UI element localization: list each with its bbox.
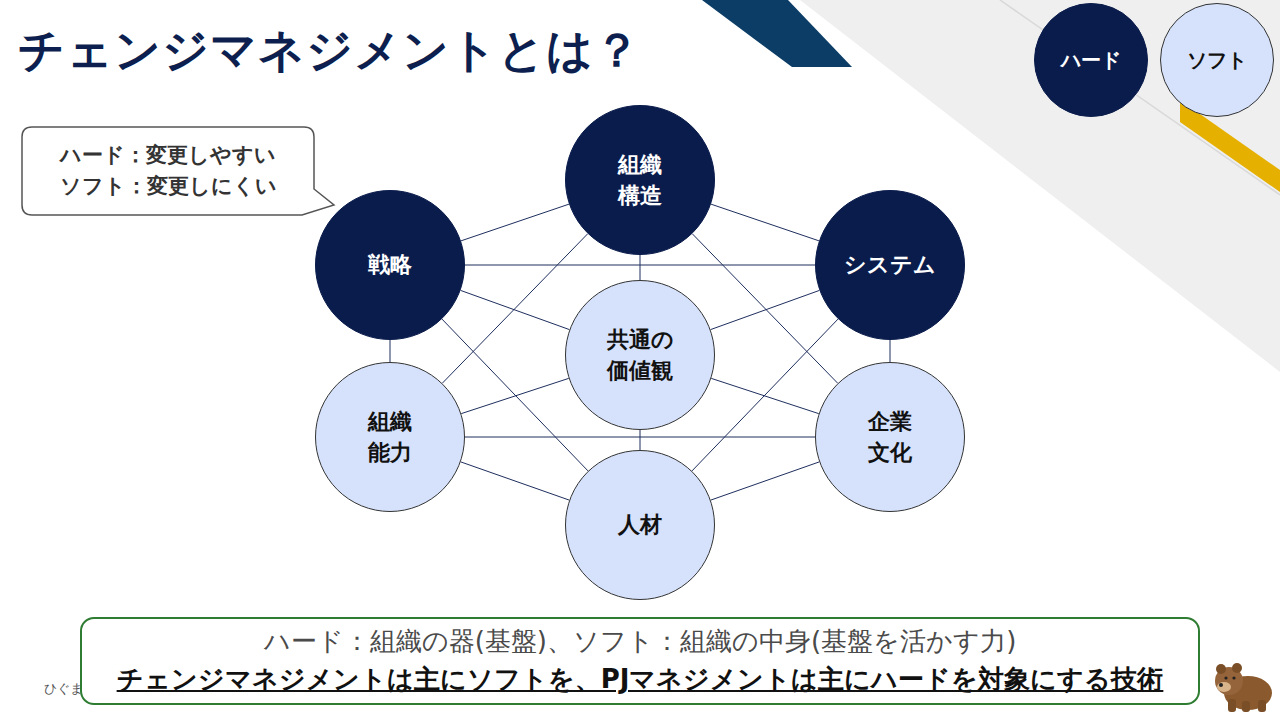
bear-illustration	[1212, 655, 1274, 713]
legend-text: ハード	[1061, 47, 1121, 74]
bear-leg	[1242, 701, 1250, 712]
element-circle: 企業 文化	[815, 362, 965, 512]
connector-line	[461, 290, 570, 329]
bubble-text: ソフト：変更しにくい	[60, 171, 277, 203]
bear-snout	[1217, 682, 1231, 692]
connector-line	[711, 378, 818, 413]
connector-line	[390, 340, 391, 362]
circle-text: システム	[844, 249, 936, 280]
bubble-shape	[22, 127, 334, 215]
circle-text: 共通の 価値観	[607, 324, 674, 386]
navy-stripe	[702, 0, 852, 67]
bear-eye	[1232, 676, 1235, 679]
circle-text: 企業 文化	[868, 406, 912, 468]
element-circle: 共通の 価値観	[565, 280, 715, 430]
connector-line	[442, 319, 588, 471]
connector-line	[465, 265, 815, 266]
bubble-outline	[22, 127, 314, 215]
circle-text: 組織 構造	[618, 149, 662, 211]
bear-leg	[1228, 699, 1236, 712]
circle-text: 組織 能力	[368, 406, 412, 468]
thin-stripe	[1000, 0, 1280, 195]
gray-band	[800, 0, 1280, 372]
connector-line	[711, 290, 820, 329]
connector-line	[461, 378, 568, 413]
connector-line	[692, 234, 837, 383]
slide-title: チェンジマネジメントとは？	[18, 20, 641, 82]
speech-bubble: ハード：変更しやすいソフト：変更しにくい	[22, 127, 314, 215]
connector-line	[640, 255, 641, 280]
bear-ear	[1232, 663, 1242, 673]
bear-nose	[1219, 683, 1223, 687]
element-circle: システム	[815, 190, 965, 340]
element-circle: 人材	[565, 450, 715, 600]
connector-line	[711, 204, 819, 241]
bubble-text: ハード：変更しやすい	[60, 140, 276, 172]
bear-ear	[1216, 664, 1226, 674]
bear-eye	[1224, 676, 1227, 679]
connector-line	[442, 234, 587, 383]
connector-line	[461, 204, 569, 241]
legend-text: ソフト	[1187, 47, 1247, 74]
connector-line	[692, 319, 838, 471]
connector-line	[640, 430, 641, 450]
element-circle: 戦略	[315, 190, 465, 340]
connector-line	[465, 437, 815, 438]
connector-line	[461, 462, 570, 500]
element-circle: 組織 能力	[315, 362, 465, 512]
circle-text: 人材	[618, 509, 662, 540]
footer-label: ひぐま	[44, 680, 83, 698]
circle-text: 戦略	[368, 249, 412, 280]
legend-swatch: ハード	[1034, 3, 1148, 117]
summary-emphasis: チェンジマネジメントは主にソフトを、PJマネジメントは主にハードを対象にする技術	[117, 661, 1164, 699]
connector-line	[890, 340, 891, 362]
legend-swatch: ソフト	[1160, 3, 1274, 117]
summary-box: ハード：組織の器(基盤)、ソフト：組織の中身(基盤を活かす力)チェンジマネジメン…	[80, 617, 1200, 705]
bear-leg	[1258, 700, 1266, 712]
summary-text: ハード：組織の器(基盤)、ソフト：組織の中身(基盤を活かす力)	[264, 623, 1017, 661]
connector-line	[711, 462, 820, 500]
element-circle: 組織 構造	[565, 105, 715, 255]
